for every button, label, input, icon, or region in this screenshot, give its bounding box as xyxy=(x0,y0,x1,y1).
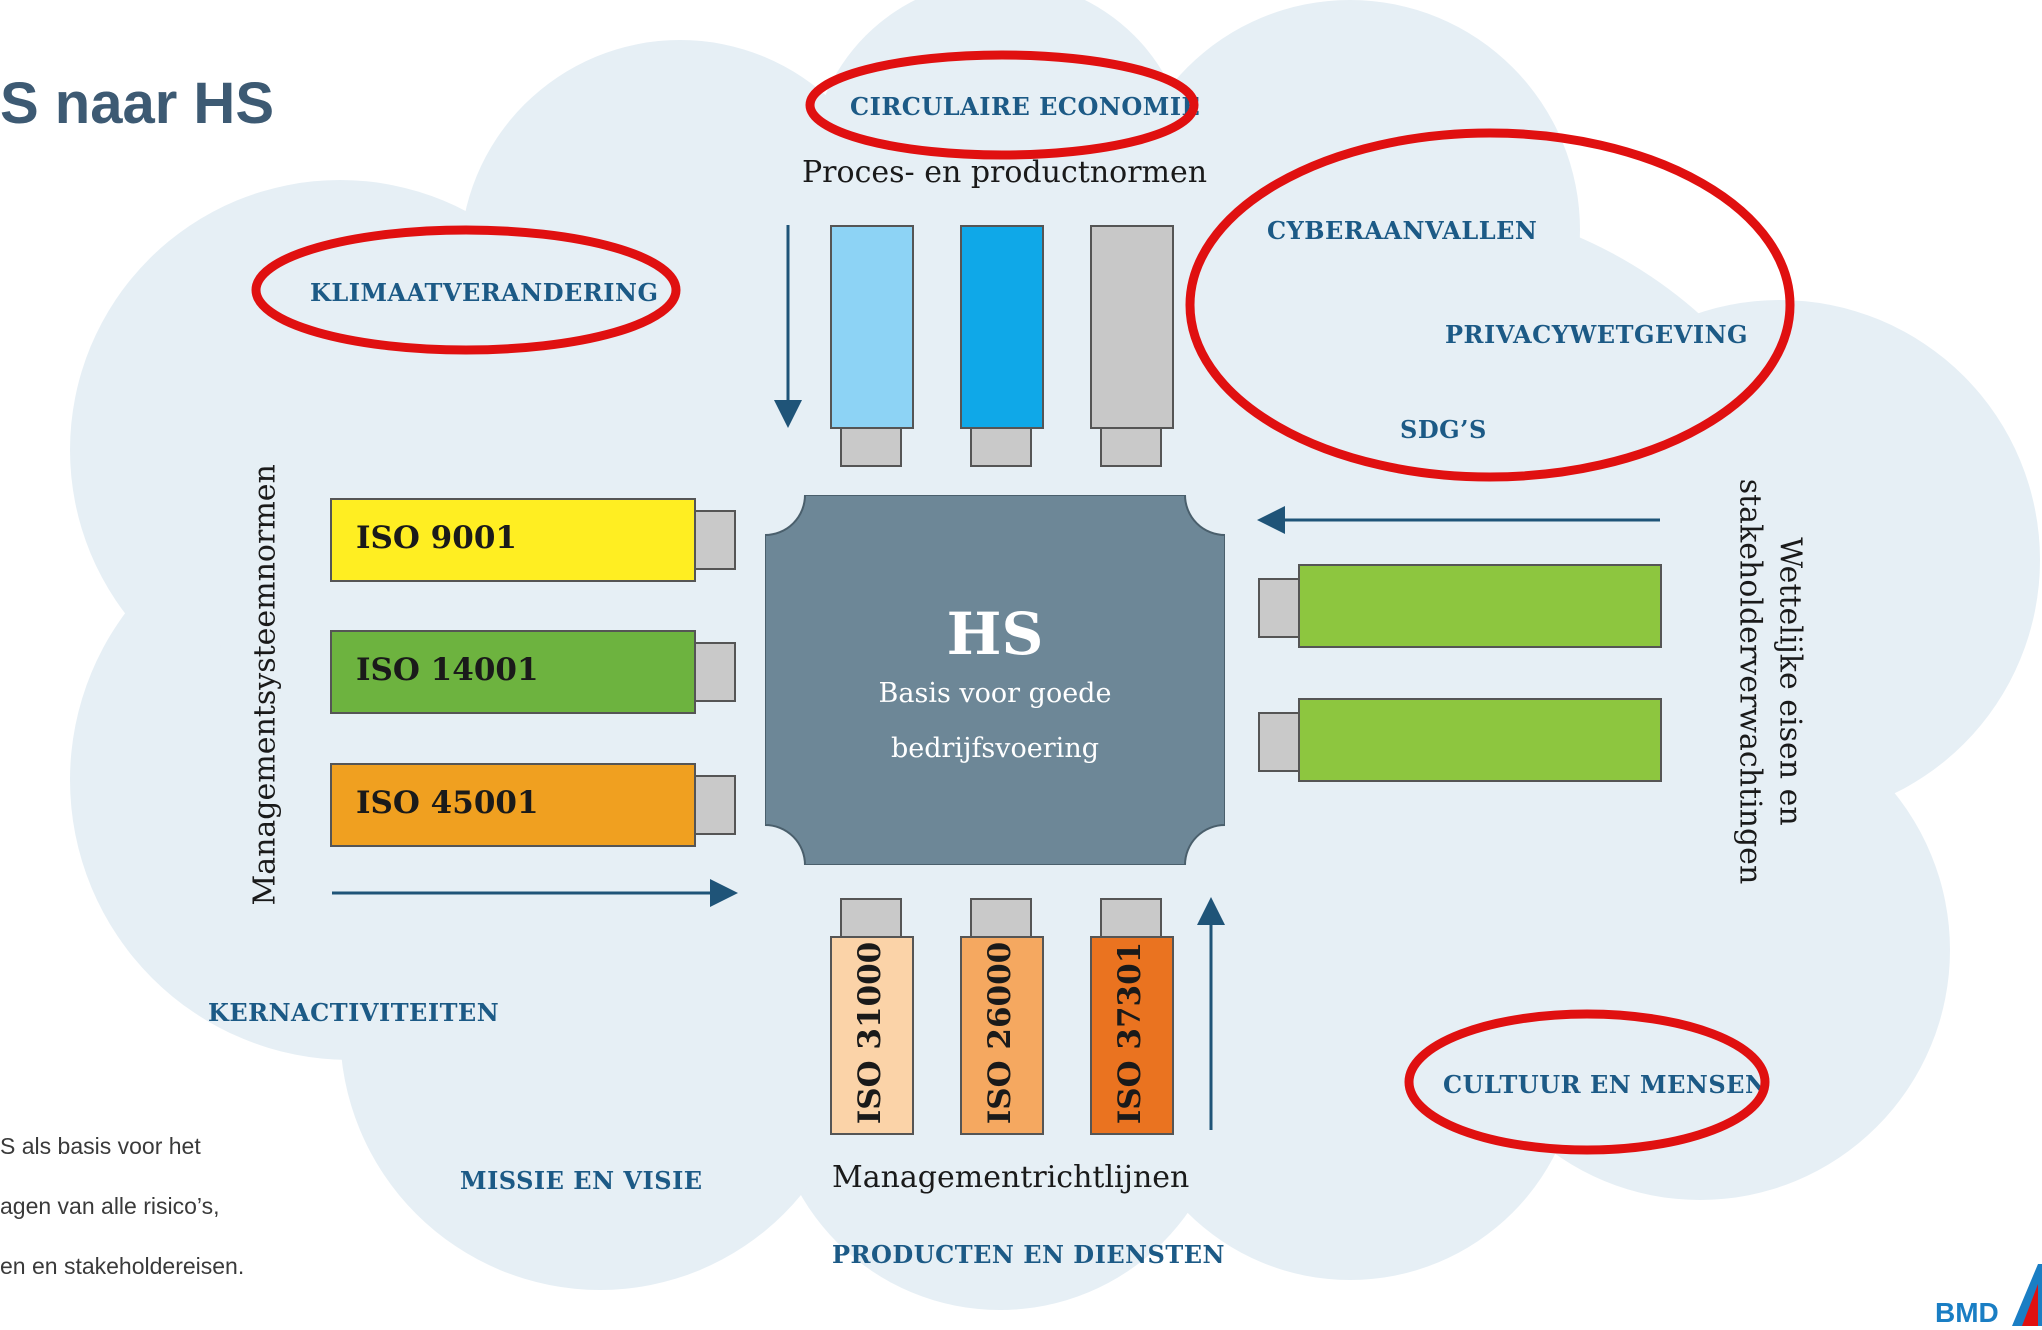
iso-37301-block xyxy=(1090,936,1174,1135)
topic-cyberaanvallen: CYBERAANVALLEN xyxy=(1267,216,1538,245)
iso-26000-block xyxy=(960,936,1044,1135)
label-stakeholderverwachtingen: stakeholderverwachtingen xyxy=(1732,478,1768,885)
iso-14001-plug xyxy=(694,642,736,702)
topic-sdgs: SDG’S xyxy=(1400,415,1487,444)
arrow-right xyxy=(332,879,738,907)
iso-37301-plug xyxy=(1100,898,1162,938)
iso-45001-plug xyxy=(694,775,736,835)
iso-26000-plug xyxy=(970,898,1032,938)
iso-31000-plug xyxy=(840,898,902,938)
center-hs-shape xyxy=(765,495,1225,865)
label-proces-productnormen: Proces- en productnormen xyxy=(802,155,1208,190)
topic-kernactiviteiten: KERNACTIVITEITEN xyxy=(208,998,500,1027)
slide-title: S naar HS xyxy=(0,71,274,136)
center-title: HS xyxy=(946,600,1044,668)
iso-9001-label: ISO 9001 xyxy=(356,520,517,556)
right-block-1-plug xyxy=(1258,578,1300,638)
right-block-1 xyxy=(1298,564,1662,648)
label-wettelijke-eisen: Wettelijke eisen en xyxy=(1772,537,1808,826)
highlight-klimaatverandering xyxy=(251,225,681,355)
iso-26000-label: ISO 26000 xyxy=(982,941,1018,1125)
highlight-circulaire-economie xyxy=(805,50,1199,160)
top-block-3-plug xyxy=(1100,427,1162,467)
arrow-down xyxy=(774,225,802,428)
top-block-1 xyxy=(830,225,914,429)
topic-cultuur-en-mensen: CULTUUR EN MENSEN xyxy=(1443,1070,1768,1099)
iso-14001-label: ISO 14001 xyxy=(356,652,539,688)
highlight-cyber-privacy-sdg xyxy=(1185,128,1795,482)
arrow-up xyxy=(1197,897,1225,1130)
top-block-1-plug xyxy=(840,427,902,467)
arrow-left xyxy=(1257,506,1660,534)
top-block-2 xyxy=(960,225,1044,429)
topic-privacywetgeving: PRIVACYWETGEVING xyxy=(1445,320,1749,349)
caption-line-1: S als basis voor het xyxy=(0,1133,201,1159)
caption-line-2: agen van alle risico’s, xyxy=(0,1193,220,1219)
top-block-3 xyxy=(1090,225,1174,429)
topic-klimaatverandering: KLIMAATVERANDERING xyxy=(310,278,659,307)
iso-45001-label: ISO 45001 xyxy=(356,785,539,821)
right-block-2 xyxy=(1298,698,1662,782)
topic-producten-en-diensten: PRODUCTEN EN DIENSTEN xyxy=(832,1240,1225,1269)
iso-31000-block xyxy=(830,936,914,1135)
label-managementsysteemnormen: Managementsysteemnormen xyxy=(247,464,283,906)
center-subtitle-line1: Basis voor goede xyxy=(878,678,1112,709)
center-subtitle-line2: bedrijfsvoering xyxy=(890,733,1099,764)
iso-37301-label: ISO 37301 xyxy=(1112,941,1148,1125)
top-block-2-plug xyxy=(970,427,1032,467)
caption-line-3: en en stakeholdereisen. xyxy=(0,1253,245,1279)
iso-45001-block xyxy=(330,763,696,847)
right-block-2-plug xyxy=(1258,712,1300,772)
label-managementrichtlijnen: Managementrichtlijnen xyxy=(832,1160,1190,1195)
iso-9001-block xyxy=(330,498,696,582)
topic-missie-en-visie: MISSIE EN VISIE xyxy=(460,1166,703,1195)
bmd-logo-text: BMD xyxy=(1935,1297,1999,1328)
bmd-logo: BMD xyxy=(1935,1297,1999,1329)
iso-9001-plug xyxy=(694,510,736,570)
iso-31000-label: ISO 31000 xyxy=(852,941,888,1125)
topic-circulaire-economie: CIRCULAIRE ECONOMIE xyxy=(850,92,1201,121)
bmd-logo-mark-icon xyxy=(2012,1264,2042,1326)
highlight-cultuur-en-mensen xyxy=(1404,1009,1770,1155)
